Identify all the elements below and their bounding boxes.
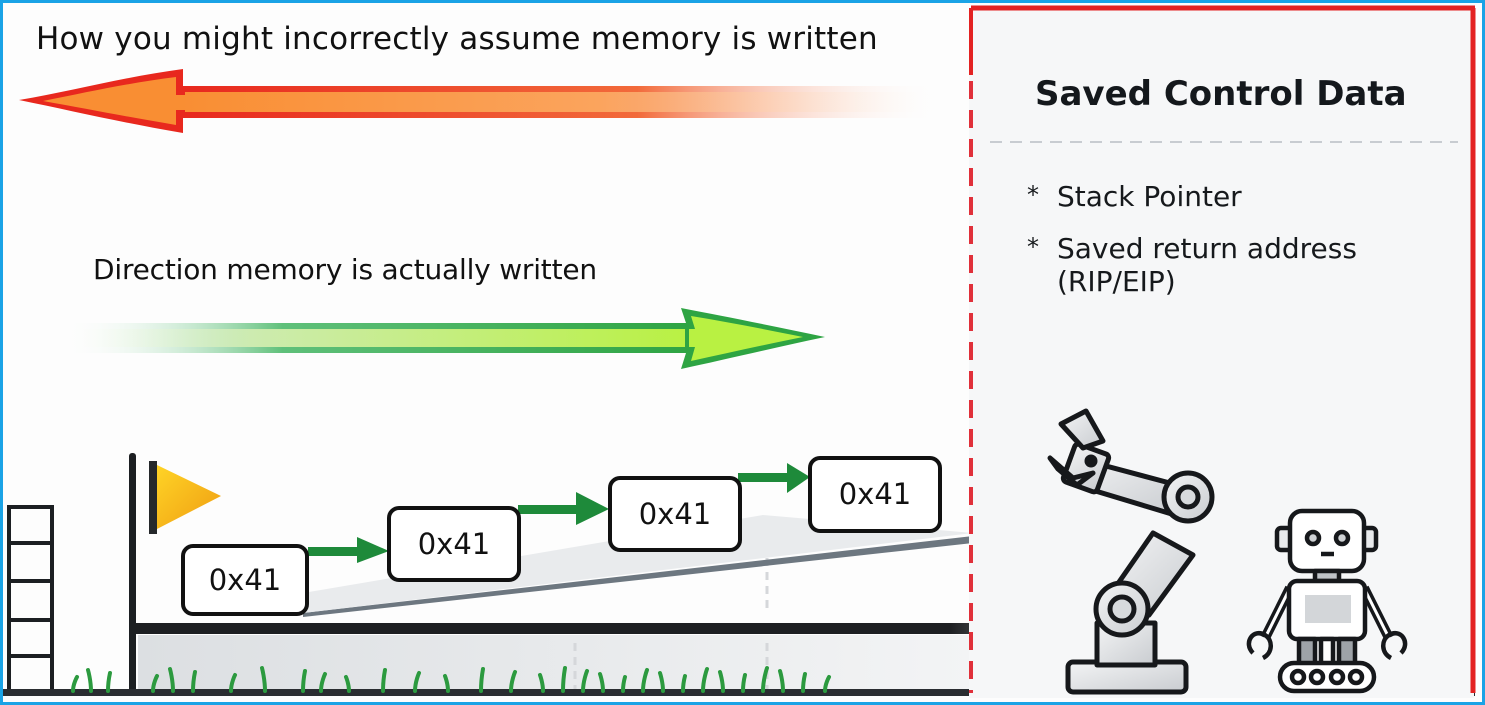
grass-blade — [681, 674, 687, 693]
grass-blade — [641, 668, 649, 693]
diagram-canvas: 0x41 0x41 0x41 0x41 — [3, 69, 1475, 696]
panel-item-text: Stack Pointer — [1057, 180, 1242, 213]
grass-blade — [718, 670, 725, 693]
grass-blade — [260, 666, 267, 693]
stack-beam — [136, 623, 1093, 634]
panel-title: Saved Control Data — [1035, 74, 1407, 114]
panel-list-item: * Stack Pointer — [1027, 180, 1457, 214]
byte-value: 0x41 — [639, 497, 712, 531]
byte-box: 0x41 — [808, 456, 942, 533]
grass-blade — [561, 666, 567, 693]
grass-blade — [229, 673, 237, 693]
grass-blade — [778, 669, 785, 693]
byte-value: 0x41 — [418, 527, 491, 561]
grass-blade — [191, 670, 197, 693]
grass-blade — [301, 669, 307, 693]
grass-blade — [761, 666, 769, 693]
saved-control-panel: Saved Control Data * Stack Pointer * Sav… — [969, 8, 1474, 698]
grass-blade — [151, 674, 159, 693]
grass-blade — [658, 671, 665, 693]
grass-blade — [443, 674, 450, 693]
robot-arm-icon — [1047, 408, 1215, 695]
grass-blade — [538, 673, 545, 693]
grass-blade — [621, 675, 627, 693]
grass-blade — [598, 672, 605, 693]
ramp — [303, 515, 973, 617]
bullet-asterisk: * — [1027, 181, 1039, 209]
byte-value: 0x41 — [209, 563, 282, 597]
grass-blade — [823, 675, 831, 693]
actual-direction-label: Direction memory is actually written — [93, 253, 597, 286]
grass-blade — [344, 675, 351, 693]
robot-icon — [1246, 508, 1408, 694]
grass-blade — [801, 672, 807, 693]
grass-blade — [413, 671, 421, 693]
assumed-direction-label: How you might incorrectly assume memory … — [36, 21, 878, 57]
grass-blade — [106, 671, 112, 693]
step-arrows — [308, 463, 810, 563]
left-arrow-icon — [19, 69, 941, 133]
step-arrow — [308, 537, 389, 563]
grass-blade — [479, 667, 485, 693]
grass-blade — [509, 670, 517, 693]
grass — [71, 666, 831, 693]
ground-line — [3, 689, 1475, 696]
grass-blade — [741, 673, 747, 693]
bullet-asterisk: * — [1027, 232, 1039, 261]
step-arrow — [738, 463, 810, 493]
byte-value: 0x41 — [839, 477, 912, 511]
byte-box: 0x41 — [181, 544, 309, 616]
grass-blade — [319, 672, 327, 693]
byte-box: 0x41 — [387, 506, 521, 582]
byte-box: 0x41 — [608, 476, 742, 552]
panel-list: * Stack Pointer * Saved return address (… — [1027, 180, 1457, 317]
right-arrow-icon — [63, 308, 825, 369]
overlay-canvas — [969, 5, 1476, 695]
panel-list-item: * Saved return address (RIP/EIP) — [1027, 232, 1457, 299]
saved-control-border — [969, 5, 1476, 693]
grass-blade — [381, 668, 387, 693]
grass-blade — [71, 675, 79, 693]
flag-icon — [129, 453, 221, 693]
grass-blade — [581, 669, 589, 693]
step-arrow — [518, 492, 609, 525]
grass-blade — [701, 667, 709, 693]
panel-item-text: Saved return address (RIP/EIP) — [1057, 231, 1357, 299]
stack-floor — [138, 635, 973, 691]
grass-blade — [86, 668, 93, 693]
grass-blade — [168, 667, 175, 693]
